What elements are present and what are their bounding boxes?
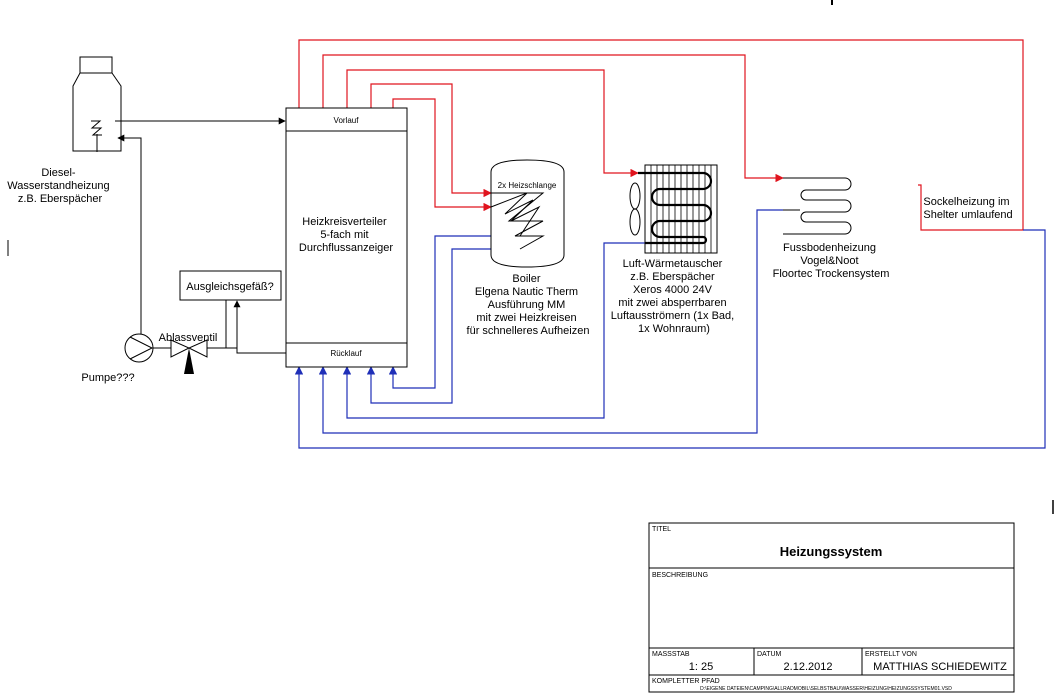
air-heat-exchanger: Luft-Wärmetauscher z.B. Eberspächer Xero… <box>611 164 738 335</box>
distributor-return-label: Rücklauf <box>330 349 362 358</box>
skirting-heating: Sockelheizung im Shelter umlaufend <box>923 196 1012 221</box>
supply-pipe-floor <box>322 54 784 183</box>
boiler-label: Boiler Elgena Nautic Therm Ausführung MM… <box>467 273 590 337</box>
title-block: TITEL Heizungssystem BESCHREIBUNG MASSST… <box>648 522 1015 693</box>
drain-valve: Ablassventil <box>159 332 218 374</box>
fan-icon <box>629 182 641 236</box>
title-value: Heizungssystem <box>780 544 883 559</box>
path-value: D:\EIGENE DATEIEN\CAMPING\ALLRADMOBIL\SE… <box>700 686 952 692</box>
hydraulic-lines <box>96 117 286 354</box>
supply-pipe-boiler-1 <box>370 83 492 198</box>
supply-pipe-boiler-2 <box>392 98 492 212</box>
return-pipe-boiler-2 <box>388 235 520 389</box>
valve-stem-triangle <box>184 348 194 374</box>
author-value: MATTHIAS SCHIEDEWITZ <box>873 661 1007 673</box>
return-pipe-skirting <box>294 229 1046 449</box>
boiler-coil-2 <box>491 192 545 250</box>
return-pipes <box>294 209 1046 449</box>
valve-right-triangle <box>187 339 208 358</box>
supply-pipe-heat-exchanger <box>346 69 639 178</box>
line-distributor-to-valve <box>233 300 286 354</box>
boiler-tank <box>490 159 565 268</box>
heater-body <box>72 56 122 152</box>
title-block-frame <box>648 522 1015 693</box>
return-pipe-boiler-1 <box>366 248 520 404</box>
path-caption: KOMPLETTER PFAD <box>652 678 720 685</box>
pump-label: Pumpe??? <box>81 372 134 384</box>
date-value: 2.12.2012 <box>784 661 833 673</box>
expansion-tank-box <box>179 270 282 301</box>
return-pipe-floor <box>318 209 783 434</box>
floor-heating-label: Fussbodenheizung Vogel&Noot Floortec Tro… <box>773 242 890 280</box>
heater-coil-symbol <box>90 120 103 136</box>
pump-symbol <box>129 336 154 360</box>
return-pipe-heat-exchanger <box>342 242 645 419</box>
floor-heating: Fussbodenheizung Vogel&Noot Floortec Tro… <box>773 177 890 280</box>
heat-exchanger-label: Luft-Wärmetauscher z.B. Eberspächer Xero… <box>611 258 738 335</box>
floor-heating-coil-icon <box>783 177 852 235</box>
heat-exchanger-coil <box>638 171 713 245</box>
distributor-supply-label: Vorlauf <box>334 116 360 125</box>
distributor-label: Heizkreisverteiler 5-fach mit Durchfluss… <box>299 216 393 254</box>
expansion-tank: Ausgleichsgefäß? <box>179 270 282 301</box>
scale-caption: MASSSTAB <box>652 651 690 658</box>
date-caption: DATUM <box>757 651 782 658</box>
distributor-body <box>285 107 408 368</box>
description-caption: BESCHREIBUNG <box>652 572 708 579</box>
heater-label: Diesel- Wasserstandheizung z.B. Eberspäc… <box>7 167 112 205</box>
title-caption: TITEL <box>652 526 671 533</box>
valve-left-triangle <box>170 339 191 358</box>
skirting-heating-label: Sockelheizung im Shelter umlaufend <box>923 196 1012 221</box>
expansion-tank-label: Ausgleichsgefäß? <box>186 281 273 293</box>
boiler: 2x Heizschlange Boiler Elgena Nautic The… <box>467 159 590 337</box>
author-caption: ERSTELLT VON <box>865 651 917 658</box>
pump: Pumpe??? <box>81 333 154 384</box>
drain-valve-label: Ablassventil <box>159 332 218 344</box>
line-pump-to-heater <box>117 134 142 334</box>
scale-value: 1: 25 <box>689 661 713 673</box>
pump-circle <box>124 333 154 363</box>
heating-circuit-distributor: Vorlauf Rücklauf Heizkreisverteiler 5-fa… <box>285 107 408 368</box>
diesel-water-heater: Diesel- Wasserstandheizung z.B. Eberspäc… <box>7 56 122 205</box>
boiler-coil-label: 2x Heizschlange <box>498 181 557 190</box>
